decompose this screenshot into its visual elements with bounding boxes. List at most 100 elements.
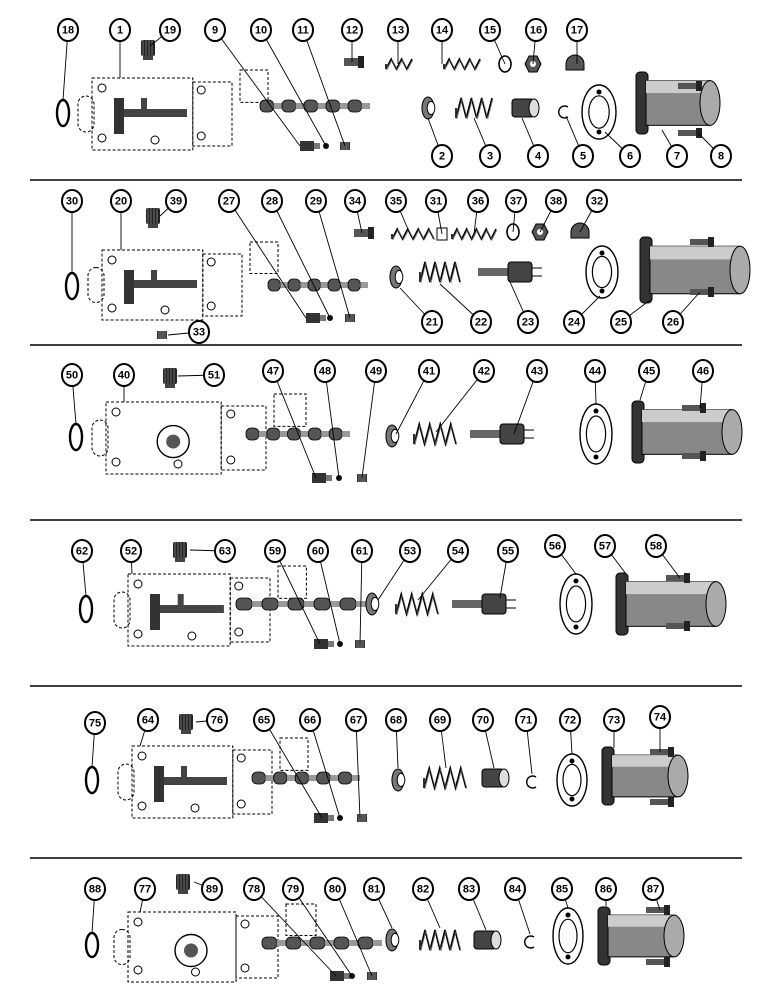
callout-number: 63: [219, 546, 231, 558]
callout-74: 74: [649, 705, 671, 729]
leader-line-27: [228, 200, 307, 319]
callout-28: 28: [261, 189, 283, 213]
callout-number: 9: [212, 25, 218, 37]
callout-circle: [109, 18, 131, 42]
callout-circle: [305, 189, 327, 213]
callout-number: 74: [654, 712, 667, 724]
callout-83: 83: [458, 877, 480, 901]
callout-30: 30: [61, 189, 83, 213]
callout-65: 65: [253, 708, 275, 732]
callout-number: 24: [568, 317, 581, 329]
callout-number: 64: [142, 715, 155, 727]
callout-number: 44: [589, 366, 602, 378]
callout-44: 44: [584, 359, 606, 383]
callout-73: 73: [603, 708, 625, 732]
callout-number: 8: [718, 151, 724, 163]
assembly-row-6: [84, 874, 685, 983]
callout-circle: [642, 877, 664, 901]
callout-circle: [204, 18, 226, 42]
leader-line-80: [334, 888, 373, 977]
callout-number: 34: [349, 196, 362, 208]
callout-number: 12: [346, 25, 358, 37]
callout-number: 36: [472, 196, 484, 208]
callout-circle: [572, 144, 594, 168]
leader-line-65: [263, 719, 323, 819]
callout-6: 6: [619, 144, 641, 168]
callout-number: 76: [211, 715, 223, 727]
callout-23: 23: [517, 310, 539, 334]
callout-77: 77: [134, 877, 156, 901]
callout-number: 18: [62, 25, 74, 37]
callout-51: 51: [203, 363, 225, 387]
callout-circle: [479, 144, 501, 168]
callout-number: 87: [647, 884, 659, 896]
section-dividers: [30, 179, 742, 859]
assembly-row-4: [78, 542, 727, 649]
callout-circle: [545, 189, 567, 213]
callout-circle: [497, 539, 519, 563]
callout-9: 9: [204, 18, 226, 42]
callout-circle: [515, 708, 537, 732]
callout-number: 54: [452, 546, 465, 558]
callout-number: 60: [312, 546, 324, 558]
callout-number: 78: [248, 884, 260, 896]
callout-number: 81: [368, 884, 380, 896]
callout-number: 53: [404, 546, 416, 558]
callout-2: 2: [431, 144, 453, 168]
leader-line-67: [355, 719, 361, 819]
callout-circle: [188, 320, 210, 344]
callout-circle: [603, 708, 625, 732]
callout-number: 28: [266, 196, 278, 208]
callout-71: 71: [515, 708, 537, 732]
leader-line-47: [272, 370, 317, 479]
callout-circle: [594, 534, 616, 558]
callout-number: 52: [125, 546, 137, 558]
callout-number: 43: [531, 366, 543, 378]
callout-76: 76: [206, 708, 228, 732]
callout-number: 16: [530, 25, 542, 37]
callout-circle: [447, 539, 469, 563]
callout-number: 41: [423, 366, 435, 378]
callout-circle: [517, 310, 539, 334]
callout-number: 38: [550, 196, 562, 208]
callout-circle: [504, 877, 526, 901]
callout-61: 61: [351, 539, 373, 563]
callout-circle: [525, 18, 547, 42]
callout-number: 7: [674, 151, 680, 163]
callout-3: 3: [479, 144, 501, 168]
callout-circle: [710, 144, 732, 168]
callout-circle: [638, 359, 660, 383]
parts-layer: [55, 40, 751, 983]
callout-circle: [159, 18, 181, 42]
leader-line-42: [435, 370, 485, 433]
callout-number: 14: [436, 25, 449, 37]
callout-number: 46: [697, 366, 709, 378]
callout-54: 54: [447, 539, 469, 563]
callout-circle: [551, 877, 573, 901]
callout-number: 80: [329, 884, 341, 896]
callout-number: 29: [310, 196, 322, 208]
callout-number: 88: [89, 884, 101, 896]
callout-number: 79: [287, 884, 299, 896]
callout-16: 16: [525, 18, 547, 42]
callout-number: 62: [76, 546, 88, 558]
callout-circle: [345, 708, 367, 732]
callout-78: 78: [243, 877, 265, 901]
leader-lines: [62, 29, 722, 977]
callout-number: 2: [439, 151, 445, 163]
leader-line-10: [260, 29, 327, 147]
callout-circle: [120, 539, 142, 563]
leader-line-41: [395, 370, 430, 435]
callout-46: 46: [692, 359, 714, 383]
callout-number: 89: [206, 884, 218, 896]
callout-59: 59: [264, 539, 286, 563]
callout-number: 85: [556, 884, 568, 896]
callout-87: 87: [642, 877, 664, 901]
callout-47: 47: [262, 359, 284, 383]
callout-circle: [645, 534, 667, 558]
callout-circle: [610, 310, 632, 334]
callout-41: 41: [418, 359, 440, 383]
callout-circle: [527, 144, 549, 168]
callout-60: 60: [307, 539, 329, 563]
